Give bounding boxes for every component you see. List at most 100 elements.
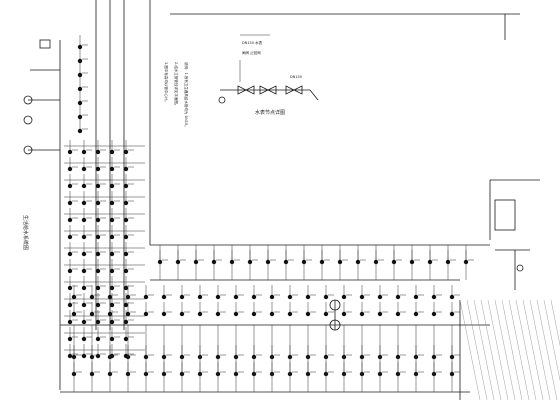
fixture-symbol	[427, 259, 433, 265]
fixture-symbol	[109, 302, 115, 308]
fixture-symbol	[413, 294, 419, 300]
fixture-symbol	[377, 294, 383, 300]
fixture-symbol	[67, 285, 73, 291]
fixture-symbol	[179, 294, 185, 300]
fixture-symbol	[359, 311, 365, 317]
fixture-symbol	[287, 294, 293, 300]
fixture-symbol	[95, 200, 101, 206]
fixture-symbol	[215, 311, 221, 317]
fixture-symbol	[109, 183, 115, 189]
fixture-symbol	[89, 311, 95, 317]
fixture-symbol	[157, 259, 163, 265]
fixture-symbol	[95, 353, 101, 359]
fixture-symbol	[323, 311, 329, 317]
fixture-symbol	[71, 294, 77, 300]
fixture-symbol	[67, 149, 73, 155]
fixture-symbol	[109, 149, 115, 155]
note-line-2: 2.给水立管管径详见平面图。	[174, 62, 179, 107]
fixture-symbol	[123, 319, 129, 325]
fixture-symbol	[123, 268, 129, 274]
fixture-symbol	[341, 294, 347, 300]
fixture-symbol	[193, 259, 199, 265]
fixture-symbol	[109, 200, 115, 206]
fixture-symbol	[81, 353, 87, 359]
fixture-symbol	[67, 302, 73, 308]
fixture-symbol	[89, 294, 95, 300]
fixture-symbol	[77, 72, 83, 78]
fixture-symbol	[77, 114, 83, 120]
fixture-symbol	[265, 259, 271, 265]
fixture-symbol	[143, 294, 149, 300]
fixture-symbol	[95, 234, 101, 240]
fixture-symbol	[95, 251, 101, 257]
fixture-symbol	[77, 128, 83, 134]
fixture-symbol	[431, 294, 437, 300]
fixture-symbol	[359, 294, 365, 300]
note-line-1: 说明：1.所有卫生器具给水管均为 DN15。	[184, 62, 189, 129]
fixture-symbol	[95, 217, 101, 223]
fixture-symbol	[233, 294, 239, 300]
fixture-symbol	[95, 268, 101, 274]
fixture-symbol	[109, 217, 115, 223]
fixture-symbol	[247, 259, 253, 265]
fixture-symbol	[123, 302, 129, 308]
fixture-symbol	[81, 285, 87, 291]
fixture-symbol	[67, 251, 73, 257]
fixture-symbol	[95, 166, 101, 172]
inlet-size-label: DN150	[290, 75, 302, 79]
fixture-symbol	[233, 311, 239, 317]
fixture-symbol	[81, 268, 87, 274]
fixture-symbol	[123, 234, 129, 240]
fixture-symbol	[125, 311, 131, 317]
fixture-symbol	[81, 251, 87, 257]
fixture-symbol	[81, 319, 87, 325]
fixture-symbol	[95, 302, 101, 308]
fixture-symbol	[395, 311, 401, 317]
fixture-symbol	[373, 259, 379, 265]
fixture-symbol	[215, 294, 221, 300]
fixture-symbol	[251, 294, 257, 300]
fixture-symbol	[287, 311, 293, 317]
fixture-symbol	[81, 149, 87, 155]
fixture-symbol	[269, 294, 275, 300]
fixture-symbol	[211, 259, 217, 265]
fixture-symbol	[95, 336, 101, 342]
fixture-symbol	[77, 58, 83, 64]
fixture-symbol	[71, 311, 77, 317]
fixture-symbol	[123, 285, 129, 291]
fixture-symbol	[161, 294, 167, 300]
water-tank	[494, 199, 530, 290]
fixture-symbol	[81, 217, 87, 223]
fixture-symbol	[123, 336, 129, 342]
fixture-symbol	[67, 268, 73, 274]
fixture-symbol	[109, 166, 115, 172]
fixture-symbol	[123, 200, 129, 206]
fixture-symbol	[251, 311, 257, 317]
fixture-symbol	[95, 149, 101, 155]
legend-title: 水表节点详图	[255, 109, 285, 116]
fixture-symbol	[319, 259, 325, 265]
fixture-symbol	[81, 336, 87, 342]
fixture-symbol	[449, 311, 455, 317]
fixture-symbol	[109, 251, 115, 257]
fixture-symbol	[391, 259, 397, 265]
fixture-symbol	[81, 200, 87, 206]
fixture-symbol	[95, 183, 101, 189]
system-title: 生活给水系统图	[22, 215, 29, 250]
fixture-symbol	[109, 268, 115, 274]
fixture-symbol	[81, 183, 87, 189]
note-line-3: 3.图中标高均以管中心计。	[164, 62, 169, 104]
fixture-symbol	[123, 166, 129, 172]
fixture-symbol	[283, 259, 289, 265]
legend-line-1: DN150 水表	[242, 40, 263, 45]
fixture-symbol	[67, 200, 73, 206]
fixture-symbol	[413, 311, 419, 317]
fixture-symbol	[123, 149, 129, 155]
meter-node-detail: 水表节点详图 DN150 水表 闸阀 止回阀 DN150	[218, 34, 319, 116]
fixture-symbol	[337, 259, 343, 265]
fixture-symbol	[123, 217, 129, 223]
fixture-symbol	[67, 166, 73, 172]
fixture-symbol	[395, 294, 401, 300]
fixture-symbol	[445, 259, 451, 265]
fixture-symbol	[197, 294, 203, 300]
